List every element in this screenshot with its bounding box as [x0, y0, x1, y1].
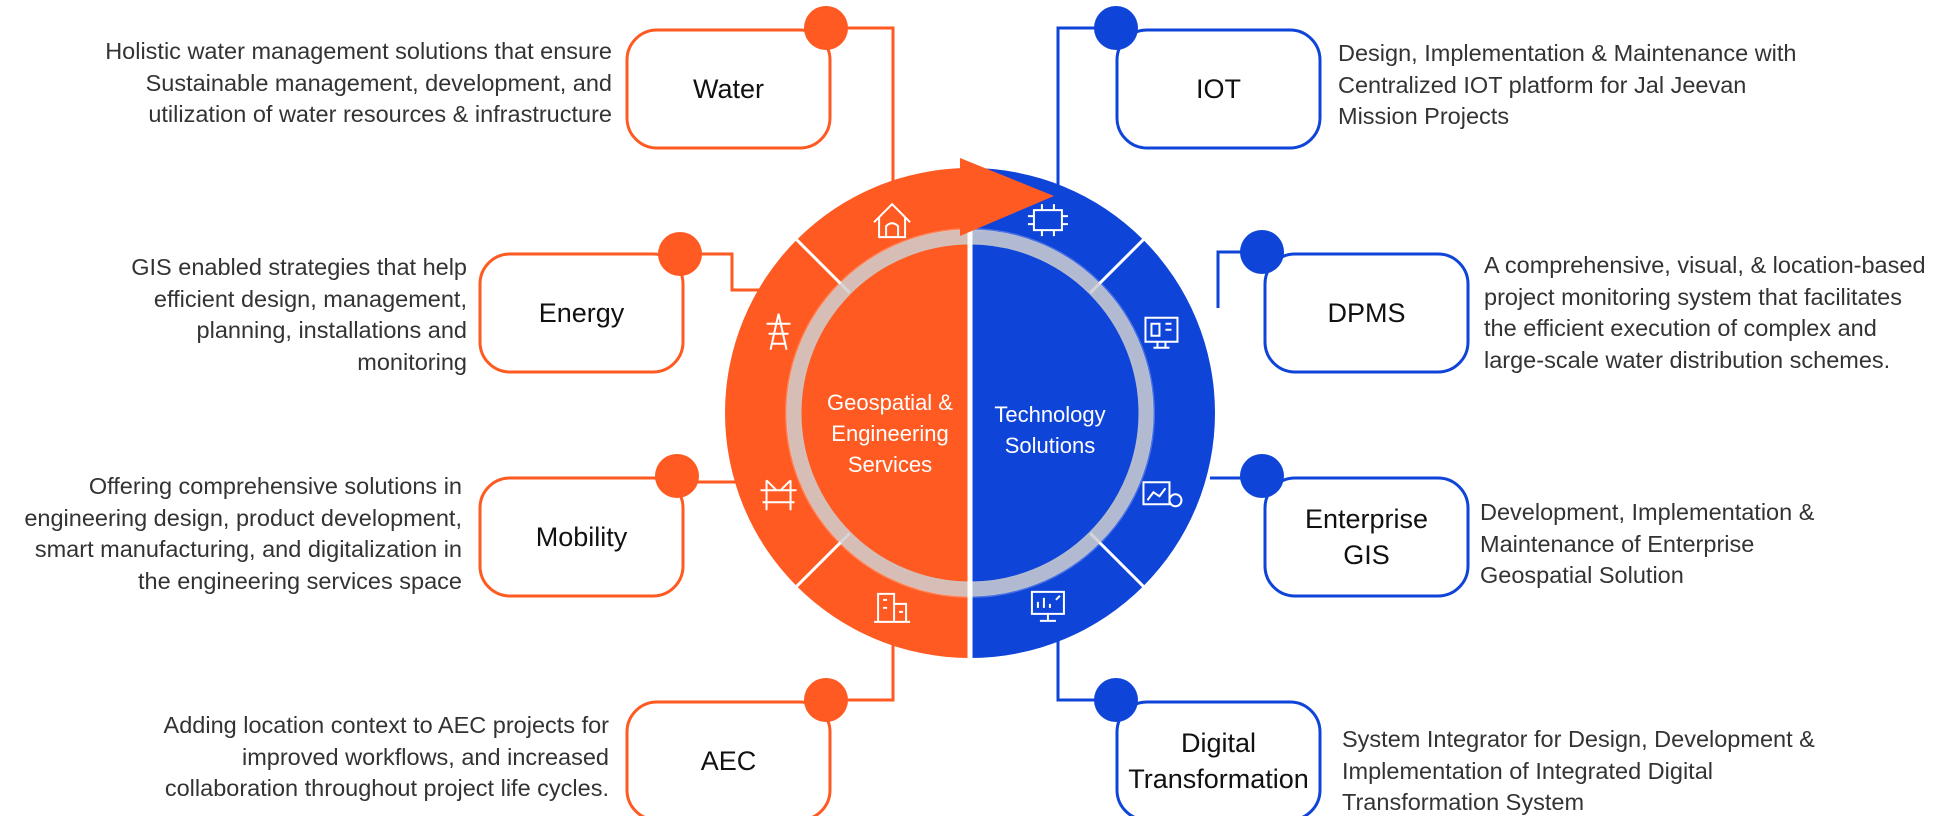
dpms-box [1263, 252, 1470, 374]
rotation-arrow-icon [960, 158, 1054, 236]
mobility-description-line-3: smart manufacturing, and digitalization … [34, 536, 462, 562]
enterprise-gis-dot [1240, 454, 1284, 498]
aec-connector [846, 640, 895, 702]
enterprise-gis-description-line-3: Geospatial Solution [1480, 562, 1684, 588]
power-tower-icon-shape [766, 313, 791, 350]
aec-description-line-2: improved workflows, and increased [241, 743, 609, 770]
center-right-line-2: Solutions [1005, 433, 1096, 458]
mobility-description-line-1: Offering comprehensive solutions in [88, 473, 462, 499]
energy-description-line-2: efficient design, management, [153, 285, 467, 312]
energy-dot [658, 232, 702, 276]
geospatial-half-ring [725, 168, 970, 658]
energy-connector [700, 252, 778, 292]
iot-dot [1094, 6, 1138, 50]
monitor-dashboard-icon [1144, 316, 1179, 349]
energy-box [478, 252, 685, 374]
iot-description-line-3: Mission Projects [1338, 103, 1510, 129]
aec-description-line-1: Adding location context to AEC projects … [163, 712, 609, 738]
water-description-line-2: Sustainable management, development, and [145, 69, 612, 96]
dpms-dot [1240, 230, 1284, 274]
iot-description-line-1: Design, Implementation & Maintenance wit… [1338, 40, 1797, 66]
center-right-text: Technology Solutions [994, 402, 1105, 458]
iot-description: Design, Implementation & Maintenance wit… [1338, 38, 1797, 133]
enterprise-gis-box [1263, 476, 1470, 598]
mobility-dot [655, 454, 699, 498]
monitor-dashboard-icon-shape [1144, 316, 1179, 349]
energy-description: GIS enabled strategies that help efficien… [131, 252, 467, 378]
mobility-label-line-1: Mobility [536, 522, 628, 552]
energy-description-line-3: planning, installations and [196, 317, 467, 343]
iot-box [1115, 28, 1322, 150]
technology-half-ring [970, 168, 1215, 658]
aec-description: Adding location context to AEC projects … [164, 710, 609, 805]
dpms-description-line-3: the efficient execution of complex and [1484, 315, 1877, 341]
iot-connector [1056, 26, 1116, 190]
energy-label-line-1: Energy [539, 298, 625, 328]
iot-chip-icon-shape [1027, 204, 1068, 237]
water-box [625, 28, 832, 150]
digital-transformation-label-line-1: Digital [1181, 728, 1256, 758]
enterprise-gis-label-line-2: GIS [1343, 540, 1390, 570]
center-left-line-2: Engineering [831, 421, 948, 446]
iot-label-line-1: IOT [1196, 74, 1241, 104]
water-dot [804, 6, 848, 50]
enterprise-gis-description-line-1: Development, Implementation & [1480, 499, 1815, 525]
buildings-icon-shape [874, 592, 911, 623]
water-description-line-1: Holistic water management solutions that… [105, 38, 612, 64]
dpms-description-line-1: A comprehensive, visual, & location-base… [1484, 252, 1926, 278]
water-label-line-1: Water [693, 74, 764, 104]
service-wheel: Geospatial & Engineering Services Techno… [725, 158, 1215, 661]
enterprise-gis-label-line-1: Enterprise [1305, 504, 1428, 534]
house-water-icon [873, 202, 911, 239]
water-connector [847, 26, 895, 184]
digital-transformation-dot [1094, 678, 1138, 722]
mobility-description-line-2: engineering design, product development, [24, 504, 462, 531]
chart-settings-icon [1142, 481, 1183, 508]
enterprise-gis-description-line-2: Maintenance of Enterprise [1480, 530, 1755, 557]
mobility-box [478, 476, 685, 598]
dpms-description-line-4: large-scale water distribution schemes. [1484, 346, 1891, 373]
dpms-description-line-2: project monitoring system that facilitat… [1484, 283, 1902, 310]
label-boxes: WaterEnergyMobilityAECIOTDPMSEnterpriseG… [478, 6, 1470, 816]
center-left-line-1: Geospatial & [827, 390, 953, 415]
center-right-line-1: Technology [994, 402, 1105, 427]
aec-description-line-3: collaboration throughout project life cy… [164, 775, 609, 801]
water-description-line-3: utilization of water resources & infrast… [148, 101, 612, 127]
left-inner-disc [800, 243, 970, 583]
energy-description-line-4: monitoring [357, 348, 467, 375]
digital-monitor-icon-shape [1030, 590, 1065, 622]
right-inner-disc [970, 243, 1140, 583]
mobility-description-line-4: the engineering services space [138, 567, 462, 594]
digital-monitor-icon [1030, 590, 1065, 622]
dpms-description: A comprehensive, visual, & location-base… [1484, 250, 1926, 376]
water-description: Holistic water management solutions that… [105, 36, 612, 131]
digital-transformation-description: System Integrator for Design, Developmen… [1342, 724, 1815, 819]
energy-description-line-1: GIS enabled strategies that help [131, 254, 467, 280]
iot-chip-icon [1027, 204, 1068, 237]
dpms-label-line-1: DPMS [1327, 298, 1405, 328]
aec-label-line-1: AEC [701, 746, 757, 776]
iot-description-line-2: Centralized IOT platform for Jal Jeevan [1338, 71, 1747, 98]
digital-transformation-box [1115, 700, 1322, 816]
segment-icons [760, 202, 1183, 623]
bridge-icon-shape [760, 479, 797, 511]
digital-transformation-description-line-1: System Integrator for Design, Developmen… [1342, 726, 1815, 752]
digital-transformation-label-line-2: Transformation [1128, 764, 1309, 794]
aec-box [625, 700, 832, 816]
digital-transformation-description-line-3: Transformation System [1342, 789, 1585, 815]
chart-settings-icon-shape [1142, 481, 1183, 508]
buildings-icon [874, 592, 911, 623]
center-left-text: Geospatial & Engineering Services [827, 390, 953, 477]
mobility-description: Offering comprehensive solutions in engin… [24, 471, 462, 597]
enterprise-gis-description: Development, Implementation & Maintenance… [1480, 497, 1814, 592]
center-left-line-3: Services [848, 452, 932, 477]
aec-dot [804, 678, 848, 722]
house-water-icon-shape [873, 202, 911, 239]
power-tower-icon [766, 313, 791, 350]
digital-transformation-description-line-2: Implementation of Integrated Digital [1342, 757, 1713, 784]
bridge-icon [760, 479, 797, 511]
